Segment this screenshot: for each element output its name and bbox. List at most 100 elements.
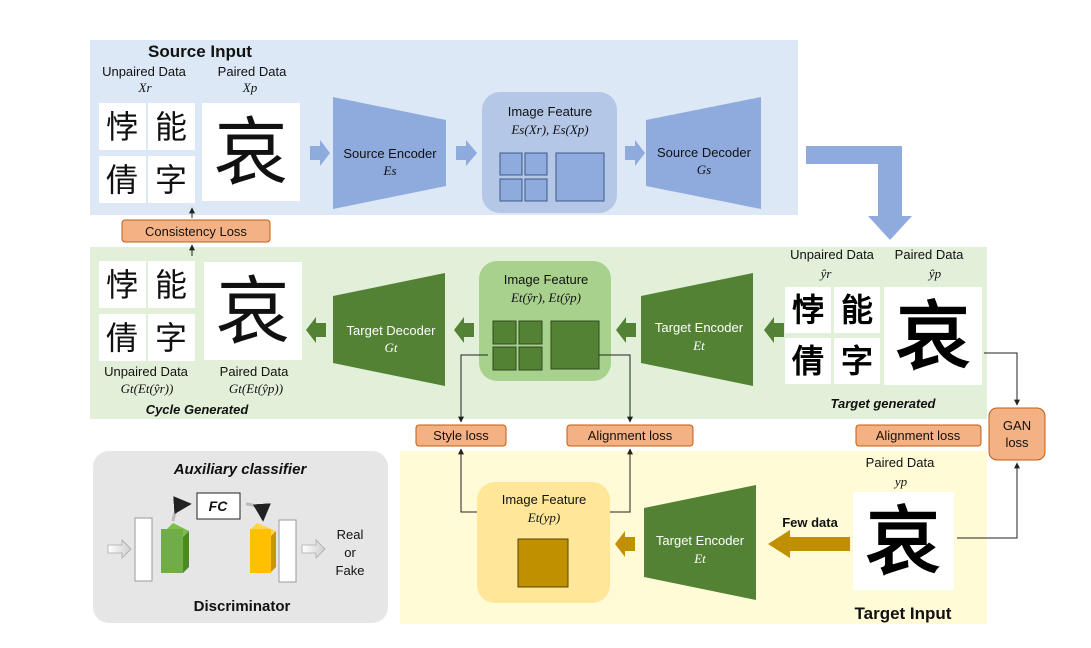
source-unpaired-label: Unpaired Data (102, 64, 187, 79)
source-feature-label: Image Feature (508, 104, 593, 119)
source-decoder-label: Source Decoder (657, 145, 752, 160)
consistency-loss-label: Consistency Loss (145, 224, 247, 239)
target-feature-cell-2 (518, 320, 543, 345)
target-decoder-block (333, 273, 445, 386)
input-feature-label: Image Feature (502, 492, 587, 507)
input-feature-formula: Et(yp) (527, 510, 560, 525)
source-encoder-block (333, 97, 446, 209)
generated-paired-tile (884, 287, 982, 385)
aux-green-cube (161, 529, 183, 573)
input-feature-map (517, 538, 569, 588)
cycle-generated-caption: Cycle Generated (146, 402, 250, 417)
cycle-char-tile-3 (99, 314, 146, 361)
generated-char-tile-1 (785, 287, 831, 333)
cycle-char-2: 能 (155, 266, 187, 304)
target-feature-label: Image Feature (504, 272, 589, 287)
aux-curve-arrow-up (171, 496, 192, 522)
aux-orange-cube (250, 529, 271, 573)
generated-unpaired-symbol: ŷr (819, 266, 833, 281)
aux-green-cube-right (183, 531, 189, 573)
generated-paired-char: 哀 (896, 294, 970, 380)
alignment-loss-mid-label: Alignment loss (588, 428, 673, 443)
cycle-paired-tile (204, 262, 302, 360)
cycle-paired-formula: Gt(Et(ŷp)) (229, 381, 283, 396)
consistency-loss-box (121, 219, 271, 243)
aux-output-or: or (344, 545, 356, 560)
cycle-unpaired-formula: Gt(Et(ŷr)) (121, 381, 174, 396)
aux-orange-cube-right (270, 531, 276, 573)
target-encoder-bottom-label: Target Encoder (656, 533, 745, 548)
cycle-paired-label: Paired Data (220, 364, 289, 379)
cycle-unpaired-label: Unpaired Data (104, 364, 189, 379)
cycle-char-3: 倩 (106, 319, 138, 357)
arrow-source-to-encoder (310, 140, 330, 166)
gan-loss-box (988, 407, 1046, 461)
aux-output-real: Real (337, 527, 364, 542)
target-feature-cell-4 (518, 346, 543, 371)
aux-fc-label: FC (209, 498, 229, 514)
cycle-char-tile-4 (148, 314, 195, 361)
source-char-2: 能 (155, 108, 187, 146)
source-paired-tile (202, 103, 300, 201)
source-char-tile-3 (99, 156, 146, 203)
arrow-feature-to-decoder (625, 140, 645, 166)
target-feature-cell-1 (492, 320, 517, 345)
source-char-tile-2 (148, 103, 195, 150)
source-encoder-symbol: Es (383, 163, 397, 178)
auxiliary-region (93, 451, 388, 623)
aux-output-fake: Fake (336, 563, 365, 578)
generated-char-3: 倩 (791, 342, 824, 380)
gan-line-from-generated (984, 352, 1020, 406)
target-feature-cell-3 (492, 346, 517, 371)
gan-loss-label-2: loss (1005, 435, 1029, 450)
arrow-source-to-target-generated (806, 146, 912, 240)
input-paired-label: Paired Data (866, 455, 935, 470)
source-input-title: Source Input (148, 42, 252, 61)
generated-char-tile-2 (834, 287, 880, 333)
source-feature-formula: Es(Xr), Es(Xp) (510, 122, 588, 137)
target-encoder-bottom-symbol: Et (693, 551, 706, 566)
aux-curve-arrow-down (245, 502, 271, 522)
arrow-encoder-to-feature (456, 140, 477, 166)
target-feature-map (550, 320, 600, 370)
source-feature-cell-4 (524, 178, 548, 202)
source-feature-map (555, 152, 605, 202)
target-input-title: Target Input (855, 604, 952, 623)
source-paired-symbol: Xp (242, 80, 258, 95)
source-feature-cell-2 (524, 152, 548, 176)
source-char-tile-4 (148, 156, 195, 203)
source-feature-cell-1 (499, 152, 523, 176)
cycle-char-tile-1 (99, 261, 146, 308)
generated-char-4: 字 (841, 342, 873, 380)
generated-char-1: 悖 (792, 291, 824, 329)
arrow-feature-to-target-decoder (454, 317, 474, 343)
generated-char-2: 能 (841, 291, 873, 329)
target-encoder-top-block (641, 273, 753, 386)
generated-char-tile-4 (834, 338, 880, 384)
aux-output-arrow (301, 539, 326, 559)
source-char-1: 悖 (106, 108, 138, 146)
alignment-loss-right-label: Alignment loss (876, 428, 961, 443)
aux-layer-2 (278, 519, 297, 583)
source-char-4: 字 (155, 161, 187, 199)
arrow-encoder-to-target-feature (616, 317, 636, 343)
target-feature-formula: Et(ŷr), Et(ŷp) (510, 290, 581, 305)
style-loss-line-bottom (458, 448, 479, 513)
target-decoder-label: Target Decoder (347, 323, 437, 338)
input-paired-char: 哀 (866, 499, 940, 585)
source-paired-char: 哀 (214, 110, 288, 196)
arrow-decoder-to-cycle (306, 317, 326, 343)
aux-layer-1 (134, 517, 153, 582)
source-char-3: 倩 (106, 161, 138, 199)
cycle-char-tile-2 (148, 261, 195, 308)
discriminator-caption: Discriminator (194, 598, 291, 615)
gan-line-from-input (957, 462, 1020, 539)
source-decoder-symbol: Gs (697, 162, 711, 177)
style-loss-line-top (458, 354, 488, 423)
gan-loss-label-1: GAN (1003, 418, 1031, 433)
alignment-loss-line-bottom (610, 448, 633, 513)
cycle-char-1: 悖 (106, 266, 138, 304)
generated-unpaired-label: Unpaired Data (790, 247, 875, 262)
cycle-paired-char: 哀 (216, 269, 290, 355)
